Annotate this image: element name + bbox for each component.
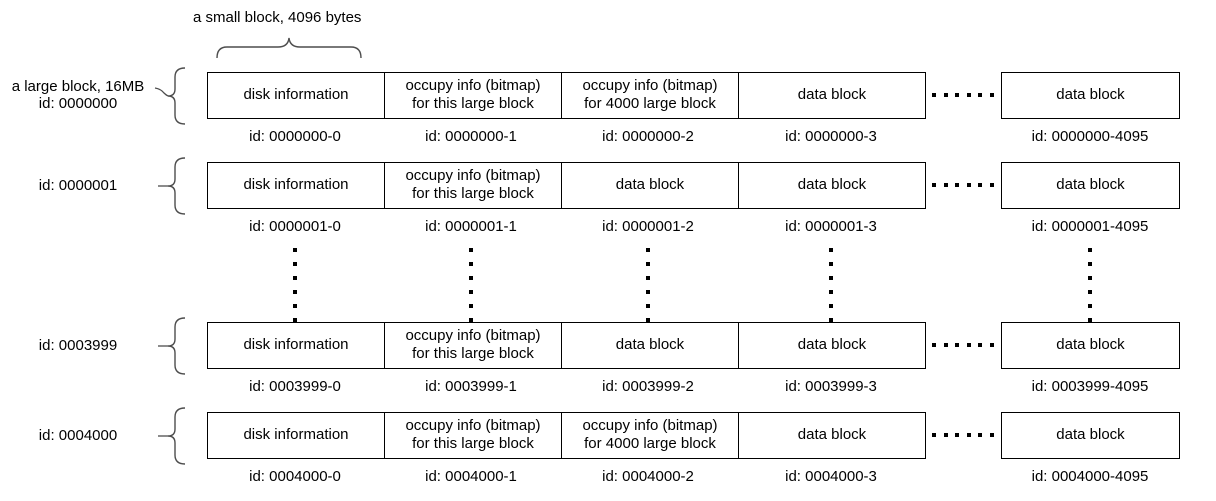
horizontal-ellipsis-icon bbox=[932, 183, 994, 187]
small-block-cell: data block bbox=[1001, 161, 1180, 209]
small-block-cell: occupy info (bitmap) for this large bloc… bbox=[384, 72, 561, 118]
small-block-id: id: 0003999-4095 bbox=[1031, 378, 1149, 395]
horizontal-ellipsis-icon bbox=[932, 433, 994, 437]
row-brace-0004000 bbox=[154, 405, 188, 467]
small-block-id: id: 0000001-0 bbox=[249, 218, 341, 235]
small-block-cell: data block bbox=[561, 322, 738, 368]
small-block-id: id: 0004000-3 bbox=[785, 468, 877, 485]
large-block-row-0004000: disk information occupy info (bitmap) fo… bbox=[207, 411, 926, 459]
large-block-row-0003999: disk information occupy info (bitmap) fo… bbox=[207, 321, 926, 369]
small-block-cell: data block bbox=[1001, 321, 1180, 369]
small-block-id: id: 0000001-2 bbox=[602, 218, 694, 235]
row-brace-0000000 bbox=[154, 65, 188, 127]
small-block-id: id: 0000000-0 bbox=[249, 128, 341, 145]
row-label-0003999: id: 0003999 bbox=[38, 337, 118, 354]
vertical-ellipsis-icon bbox=[829, 248, 833, 322]
small-block-cell: data block bbox=[1001, 411, 1180, 459]
small-block-id: id: 0000001-1 bbox=[425, 218, 517, 235]
small-block-id: id: 0000001-3 bbox=[785, 218, 877, 235]
small-block-cell: disk information bbox=[243, 176, 349, 193]
small-block-id: id: 0000001-4095 bbox=[1031, 218, 1149, 235]
small-block-cell: occupy info (bitmap) for this large bloc… bbox=[384, 162, 561, 208]
small-block-cell: data block bbox=[738, 72, 925, 118]
small-block-id: id: 0003999-0 bbox=[249, 378, 341, 395]
row-brace-0003999 bbox=[154, 315, 188, 377]
small-block-id: id: 0004000-2 bbox=[602, 468, 694, 485]
top-brace bbox=[216, 36, 362, 60]
small-block-cell: occupy info (bitmap) for 4000 large bloc… bbox=[561, 72, 738, 118]
small-block-cell: disk information bbox=[243, 86, 349, 103]
small-block-id: id: 0003999-3 bbox=[785, 378, 877, 395]
small-block-cell: occupy info (bitmap) for 4000 large bloc… bbox=[561, 412, 738, 458]
small-block-annotation: a small block, 4096 bytes bbox=[193, 9, 362, 26]
large-block-row-0000001: disk information occupy info (bitmap) fo… bbox=[207, 161, 926, 209]
vertical-ellipsis-icon bbox=[1088, 248, 1092, 322]
small-block-id: id: 0000000-4095 bbox=[1031, 128, 1149, 145]
vertical-ellipsis-icon bbox=[646, 248, 650, 322]
small-block-id: id: 0000000-3 bbox=[785, 128, 877, 145]
row-label-0000001: id: 0000001 bbox=[38, 177, 118, 194]
small-block-cell: disk information bbox=[243, 426, 349, 443]
large-block-row-0000000: disk information occupy info (bitmap) fo… bbox=[207, 71, 926, 119]
vertical-ellipsis-icon bbox=[293, 248, 297, 322]
small-block-cell: data block bbox=[738, 322, 925, 368]
horizontal-ellipsis-icon bbox=[932, 343, 994, 347]
small-block-id: id: 0003999-2 bbox=[602, 378, 694, 395]
small-block-id: id: 0003999-1 bbox=[425, 378, 517, 395]
small-block-cell: data block bbox=[738, 162, 925, 208]
small-block-cell: occupy info (bitmap) for this large bloc… bbox=[384, 412, 561, 458]
horizontal-ellipsis-icon bbox=[932, 93, 994, 97]
small-block-id: id: 0000000-1 bbox=[425, 128, 517, 145]
small-block-id: id: 0004000-0 bbox=[249, 468, 341, 485]
small-block-cell: disk information bbox=[243, 336, 349, 353]
row-brace-0000001 bbox=[154, 155, 188, 217]
small-block-id: id: 0004000-1 bbox=[425, 468, 517, 485]
small-block-id: id: 0000000-2 bbox=[602, 128, 694, 145]
small-block-cell: occupy info (bitmap) for this large bloc… bbox=[384, 322, 561, 368]
row-label-0004000: id: 0004000 bbox=[38, 427, 118, 444]
small-block-cell: data block bbox=[561, 162, 738, 208]
row-label-0000000: a large block, 16MB id: 0000000 bbox=[11, 78, 145, 112]
small-block-cell: data block bbox=[738, 412, 925, 458]
small-block-id: id: 0004000-4095 bbox=[1031, 468, 1149, 485]
vertical-ellipsis-icon bbox=[469, 248, 473, 322]
small-block-cell: data block bbox=[1001, 71, 1180, 119]
